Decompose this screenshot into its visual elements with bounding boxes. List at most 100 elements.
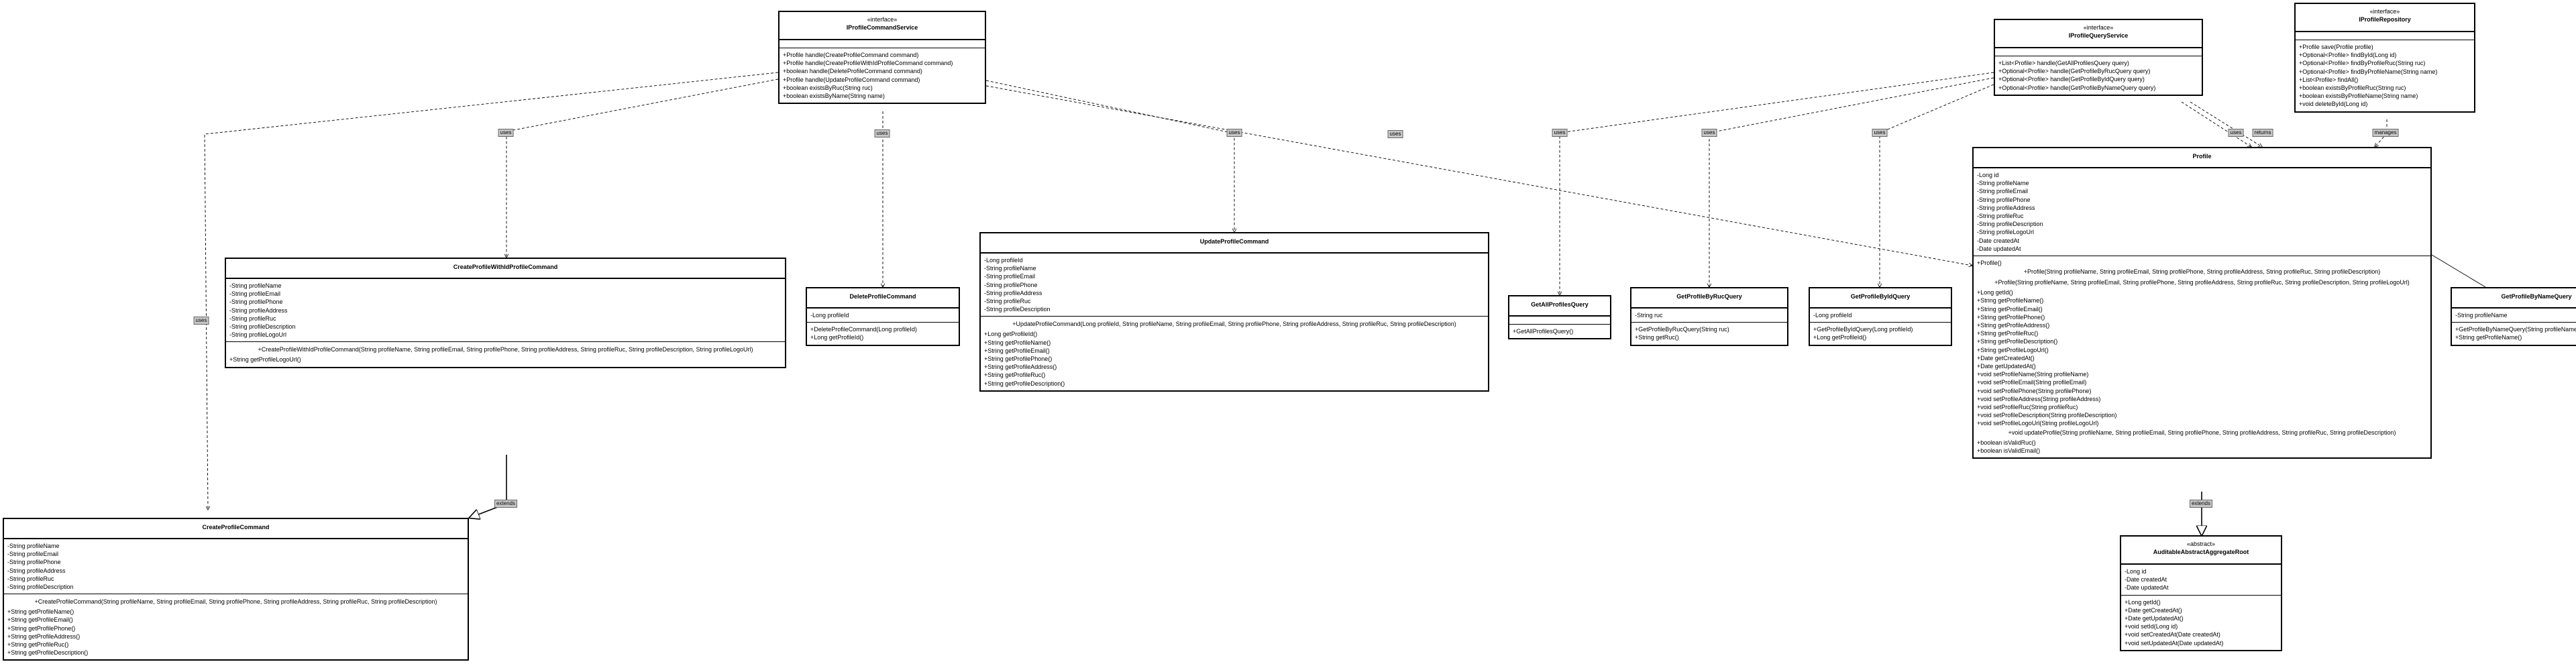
class-box-getbyid[interactable]: GetProfileByIdQuery-Long profileId+GetPr… xyxy=(1809,287,1952,346)
method-row: +Profile handle(CreateProfileCommand com… xyxy=(783,52,919,58)
class-name: GetProfileByRucQuery xyxy=(1676,293,1742,300)
method-row: +Optional<Profile> findByProfileRuc(Stri… xyxy=(2299,60,2426,67)
relation-queryservice-getall xyxy=(1560,72,1994,295)
field-row: -String profileAddress xyxy=(7,567,66,574)
method-row: +Long getProfileId() xyxy=(984,331,1038,338)
method-row: +void updateProfile(String profileName, … xyxy=(2008,429,2396,436)
method-row: +GetAllProfilesQuery() xyxy=(1513,328,1574,335)
field-row: -String profileRuc xyxy=(984,298,1031,305)
class-stereotype: «abstract» xyxy=(2186,541,2216,547)
method-row: +void deleteById(Long id) xyxy=(2299,101,2368,108)
class-stereotype: «interface» xyxy=(2369,8,2400,15)
method-row: +String getProfileEmail() xyxy=(7,616,73,624)
field-row: -String profileEmail xyxy=(984,273,1036,280)
relation-cmdservice-createwithid xyxy=(506,78,779,258)
class-box-delete[interactable]: DeleteProfileCommand-Long profileId+Dele… xyxy=(806,287,960,346)
method-row: +String getProfileRuc() xyxy=(984,372,1046,379)
method-row: +DeleteProfileCommand(Long profileId) xyxy=(810,326,917,333)
method-row: +void setProfilePhone(String profilePhon… xyxy=(1977,387,2092,394)
field-row: -String profileName xyxy=(984,265,1036,272)
methods-section: +Profile save(Profile profile)+Optional<… xyxy=(2296,40,2474,111)
class-box-getbyruc[interactable]: GetProfileByRucQuery -String ruc +GetProfi… xyxy=(1630,287,1788,346)
methods-section: +CreateProfileCommand(String profileName… xyxy=(4,594,468,659)
field-row: -String profilePhone xyxy=(984,281,1038,288)
relation-label: extends xyxy=(2189,500,2213,508)
field-row: -String profilePhone xyxy=(229,298,283,306)
relation-label: extends xyxy=(494,500,518,508)
class-header: CreateProfileCommand xyxy=(4,519,468,539)
fields-section: -String profileName xyxy=(2452,309,2576,323)
method-row: +void setCreatedAt(Date createdAt) xyxy=(2125,631,2220,639)
method-row: +String getProfileRuc() xyxy=(1977,330,2039,337)
method-row: +String getProfileName() xyxy=(1977,297,2044,304)
method-row: +GetProfileByRucQuery(String ruc) xyxy=(1635,326,1729,333)
class-name: UpdateProfileCommand xyxy=(1199,238,1269,245)
class-box-profile[interactable]: Profile-Long id-String profileName-Strin… xyxy=(1972,147,2432,459)
class-name: DeleteProfileCommand xyxy=(849,293,916,300)
method-row: +String getProfileName() xyxy=(7,608,74,616)
methods-section: +List<Profile> handle(GetAllProfilesQuer… xyxy=(1995,56,2202,95)
relation-queryservice-profile xyxy=(2181,101,2251,147)
fields-section: -String ruc xyxy=(1631,309,1787,323)
class-header: CreateProfileWithIdProfileCommand xyxy=(226,259,785,279)
fields-section: -String profileName-String profileEmail-… xyxy=(226,279,785,343)
method-row: +String getProfileAddress() xyxy=(7,632,80,640)
field-row: -Date updatedAt xyxy=(1977,245,2021,252)
methods-section: +Profile handle(CreateProfileCommand com… xyxy=(780,48,985,103)
class-box-cmdservice[interactable]: «interface»IProfileCommandService +Profil… xyxy=(778,11,986,105)
fields-section xyxy=(1509,317,1610,325)
class-box-queryservice[interactable]: «interface»IProfileQueryService+List<Pro… xyxy=(1994,19,2203,96)
method-row: +UpdateProfileCommand(Long profileId, St… xyxy=(1012,321,1456,328)
method-row: +Optional<Profile> findByProfileName(Str… xyxy=(2299,68,2438,75)
field-row: -String profileAddress xyxy=(984,289,1042,296)
class-box-createwithid[interactable]: CreateProfileWithIdProfileCommand-String… xyxy=(225,258,786,368)
class-box-create[interactable]: CreateProfileCommand-String profileName-… xyxy=(3,518,469,661)
fields-section: -Long profileId-String profileName-Strin… xyxy=(981,254,1488,317)
field-row: -String profileName xyxy=(229,282,282,289)
method-row: +CreateProfileCommand(String profileName… xyxy=(34,598,437,606)
method-row: +String getProfileEmail() xyxy=(984,347,1050,354)
method-row: +Optional<Profile> findById(Long id) xyxy=(2299,52,2397,59)
method-row: +String getProfileAddress() xyxy=(984,364,1057,371)
method-row: +Profile() xyxy=(1977,260,2002,267)
method-row: +boolean handle(DeleteProfileCommand com… xyxy=(783,68,922,75)
class-header: «interface»IProfileCommandService xyxy=(780,12,985,40)
class-box-update[interactable]: UpdateProfileCommand -Long profileId-Stri… xyxy=(979,232,1489,392)
fields-section: -Long id-String profileName-String profi… xyxy=(1974,168,2430,257)
method-row: +String getProfilePhone() xyxy=(1977,313,2045,321)
methods-section: +GetAllProfilesQuery() xyxy=(1509,325,1610,338)
method-row: +String getProfileName() xyxy=(984,339,1051,346)
relation-label: uses xyxy=(874,129,890,137)
methods-section: +GetProfileByNameQuery(String profileNam… xyxy=(2452,323,2576,344)
class-box-getbyname[interactable]: GetProfileByNameQuery -String profileName… xyxy=(2451,287,2576,346)
method-row: +Date getCreatedAt() xyxy=(1977,354,2035,362)
field-row: -Long id xyxy=(1977,172,1999,178)
method-row: +String getProfileEmail() xyxy=(1977,305,2043,313)
method-row: +void setId(Long id) xyxy=(2125,623,2178,630)
method-row: +String getProfileDescription() xyxy=(7,649,89,657)
field-row: -String profileDescription xyxy=(984,306,1051,313)
methods-section: +UpdateProfileCommand(Long profileId, St… xyxy=(981,317,1488,390)
method-row: +boolean existsByRuc(String ruc) xyxy=(783,84,873,91)
field-row: -Long id xyxy=(2125,568,2147,575)
method-row: +Optional<Profile> handle(GetProfileByRu… xyxy=(1998,68,2151,75)
class-header: GetAllProfilesQuery xyxy=(1509,296,1610,317)
relation-profile-getbyname xyxy=(2431,254,2486,288)
relation-label: returns xyxy=(2252,129,2273,137)
method-row: +String getProfileDescription() xyxy=(984,380,1065,387)
method-row: +boolean existsByName(String name) xyxy=(783,93,885,100)
method-row: +Profile handle(CreateProfileWithIdProfi… xyxy=(783,60,953,67)
class-box-aggregate[interactable]: «abstract» AuditableAbstractAggregateRoot… xyxy=(2120,535,2282,651)
method-row: +List<Profile> handle(GetAllProfilesQuer… xyxy=(1998,60,2129,66)
methods-section: +CreateProfileWithIdProfileCommand(Strin… xyxy=(226,342,785,366)
methods-section: +GetProfileByIdQuery(Long profileId)+Lon… xyxy=(1810,323,1951,344)
method-row: +Optional<Profile> handle(GetProfileByNa… xyxy=(1998,84,2156,91)
class-name: AuditableAbstractAggregateRoot xyxy=(2153,549,2249,555)
field-row: -String profileRuc xyxy=(7,575,54,582)
class-header: Profile xyxy=(1974,148,2430,168)
class-box-repository[interactable]: «interface»IProfileRepository+Profile sa… xyxy=(2294,3,2475,113)
class-box-getall[interactable]: GetAllProfilesQuery +GetAllProfilesQuery(… xyxy=(1508,295,1611,340)
relation-label: uses xyxy=(1552,129,1568,137)
class-name: GetProfileByNameQuery xyxy=(2501,293,2572,300)
relation-label: manages xyxy=(2372,129,2399,137)
